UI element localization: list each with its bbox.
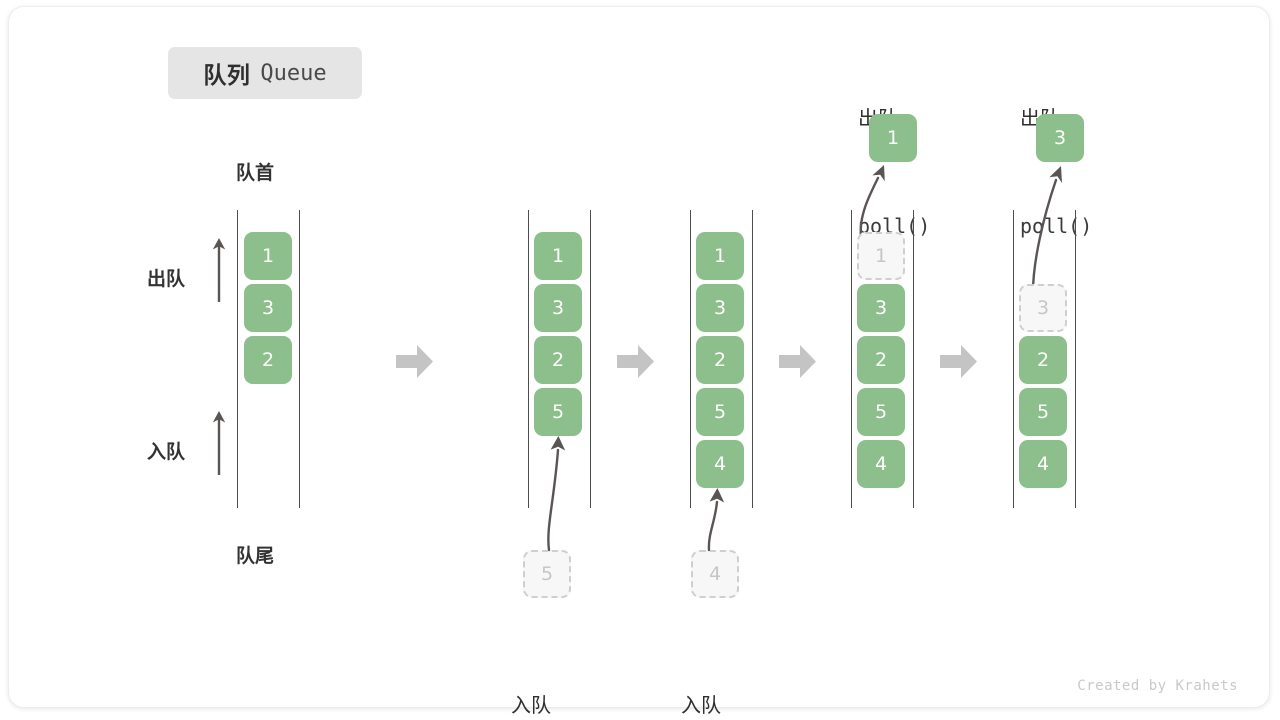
popped-element: 1: [869, 114, 917, 162]
queue-tail-label: 队尾: [236, 545, 275, 567]
up-arrow-icon: [210, 236, 228, 304]
enqueue-direction-label: 入队: [147, 441, 186, 463]
queue-element-new: 4: [696, 440, 744, 488]
title-chinese: 队列: [203, 63, 251, 89]
removed-element-ghost: 3: [1019, 284, 1067, 332]
queue-element: 4: [857, 440, 905, 488]
up-arrow-icon: [210, 409, 228, 477]
queue-element: 2: [244, 336, 292, 384]
queue-element: 4: [1019, 440, 1067, 488]
queue-rail-left: [237, 210, 238, 508]
popped-element: 3: [1036, 114, 1084, 162]
queue-rail-left: [528, 210, 529, 508]
queue-element: 1: [534, 232, 582, 280]
queue-element: 3: [534, 284, 582, 332]
queue-element: 1: [696, 232, 744, 280]
queue-element: 5: [857, 388, 905, 436]
queue-element: 5: [696, 388, 744, 436]
queue-rail-left: [690, 210, 691, 508]
queue-element: 3: [857, 284, 905, 332]
queue-element: 2: [1019, 336, 1067, 384]
step-arrow-icon: [617, 345, 654, 378]
step-arrow-icon: [779, 345, 816, 378]
watermark-credit: Created by Krahets: [1077, 678, 1238, 694]
operation-label-cn: 入队: [681, 693, 721, 717]
operation-code: poll(): [1020, 214, 1093, 238]
diagram-title-badge: 队列 Queue: [168, 47, 362, 99]
queue-element: 2: [857, 336, 905, 384]
queue-rail-right: [299, 210, 300, 508]
queue-head-label: 队首: [236, 162, 275, 184]
queue-rail-left: [1013, 210, 1014, 508]
queue-element: 3: [244, 284, 292, 332]
queue-rail-right: [590, 210, 591, 508]
incoming-element-ghost: 4: [691, 550, 739, 598]
queue-element: 1: [244, 232, 292, 280]
operation-label-cn: 入队: [511, 693, 551, 717]
operation-caption-offer-5: 入队 offer(5): [511, 615, 607, 720]
step-arrow-icon: [396, 345, 433, 378]
queue-rail-right: [913, 210, 914, 508]
queue-element-new: 5: [534, 388, 582, 436]
queue-element: 3: [696, 284, 744, 332]
removed-element-ghost: 1: [857, 232, 905, 280]
operation-caption-poll-3: 出队 poll(): [1020, 28, 1092, 316]
queue-rail-left: [851, 210, 852, 508]
queue-element: 5: [1019, 388, 1067, 436]
step-arrow-icon: [940, 345, 977, 378]
queue-element: 2: [534, 336, 582, 384]
title-english: Queue: [260, 60, 327, 86]
queue-rail-right: [752, 210, 753, 508]
queue-rail-right: [1075, 210, 1076, 508]
incoming-element-ghost: 5: [523, 550, 571, 598]
queue-element: 2: [696, 336, 744, 384]
dequeue-direction-label: 出队: [147, 268, 186, 290]
operation-caption-offer-4: 入队 offer(4): [681, 615, 777, 720]
